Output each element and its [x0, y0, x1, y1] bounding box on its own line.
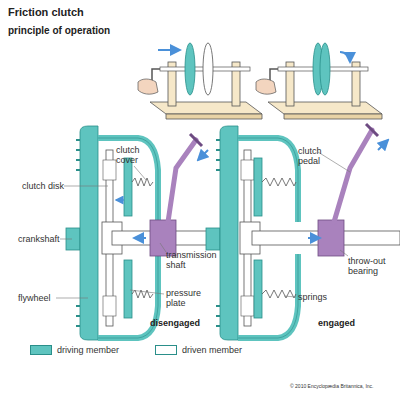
part-label: clutch pedal — [298, 146, 332, 166]
copyright-note: © 2010 Encyclopædia Britannica, Inc. — [290, 383, 400, 389]
clutch-disengaged-part — [80, 126, 98, 340]
part-label: clutch cover — [116, 145, 152, 165]
clutch-disengaged-part — [116, 199, 124, 201]
section-heading: principle of operation — [8, 25, 138, 36]
clutch-engaged-part — [254, 260, 262, 318]
clutch-disengaged — [66, 126, 215, 340]
clutch-engaged-part — [334, 130, 372, 222]
principle-engaged-part — [256, 79, 276, 94]
principle-disengaged — [138, 43, 262, 119]
part-label: springs — [298, 292, 338, 302]
principle-engaged-part — [340, 52, 350, 62]
principle-engaged-part — [268, 102, 382, 114]
legend-text: driven member — [182, 345, 242, 355]
principle-engaged-part — [320, 43, 330, 95]
clutch-engaged-part — [366, 124, 378, 136]
clutch-disengaged-part — [124, 260, 132, 318]
principle-engaged-part — [284, 114, 382, 119]
part-label: transmission shaft — [166, 250, 228, 270]
diagram-title: Friction clutch — [8, 6, 84, 18]
principle-disengaged-part — [150, 102, 262, 114]
state-label: engaged — [318, 318, 378, 328]
leader-lines — [56, 152, 350, 298]
principle-disengaged-part — [138, 79, 158, 94]
part-label: clutch disk — [22, 181, 66, 191]
leader-lines-part — [64, 186, 108, 187]
clutch-disengaged-part — [168, 140, 196, 222]
part-label: throw-out bearing — [348, 256, 398, 276]
clutch-engaged-part — [378, 140, 388, 150]
leader-lines-part — [160, 243, 166, 252]
part-label: crankshaft — [18, 234, 68, 244]
clutch-engaged-part — [220, 126, 238, 340]
clutch-engaged-part — [318, 220, 344, 256]
legend-swatch — [30, 345, 52, 355]
legend-text: driving member — [57, 345, 119, 355]
clutch-engaged-part — [254, 158, 262, 216]
leader-lines-part — [340, 250, 348, 256]
clutch-engaged-part — [206, 228, 220, 250]
clutch-engaged-part — [308, 237, 320, 239]
leader-lines-part — [134, 166, 146, 180]
leader-lines-part — [318, 152, 350, 172]
principle-engaged — [256, 43, 382, 119]
state-label: disengaged — [150, 318, 210, 328]
clutch-engaged-part — [241, 160, 254, 180]
clutch-disengaged-part — [190, 134, 202, 146]
part-label: flywheel — [18, 293, 68, 303]
principle-disengaged-part — [185, 43, 195, 95]
principle-disengaged-part — [166, 114, 262, 119]
leader-lines-part — [284, 296, 296, 297]
clutch-engaged — [206, 124, 400, 340]
clutch-engaged-part — [216, 140, 220, 326]
leader-lines-part — [130, 290, 164, 294]
part-label: pressure plate — [166, 288, 206, 308]
clutch-disengaged-part — [198, 150, 208, 160]
clutch-disengaged-part — [134, 237, 146, 239]
legend-swatch — [155, 345, 177, 355]
clutch-disengaged-part — [103, 160, 116, 180]
leader-lines-part — [56, 298, 88, 299]
leader-lines-part — [60, 239, 72, 240]
clutch-disengaged-part — [124, 158, 132, 216]
clutch-disengaged-part — [103, 296, 116, 316]
principle-disengaged-part — [158, 49, 180, 51]
clutch-engaged-part — [241, 296, 254, 316]
principle-disengaged-part — [203, 43, 213, 95]
